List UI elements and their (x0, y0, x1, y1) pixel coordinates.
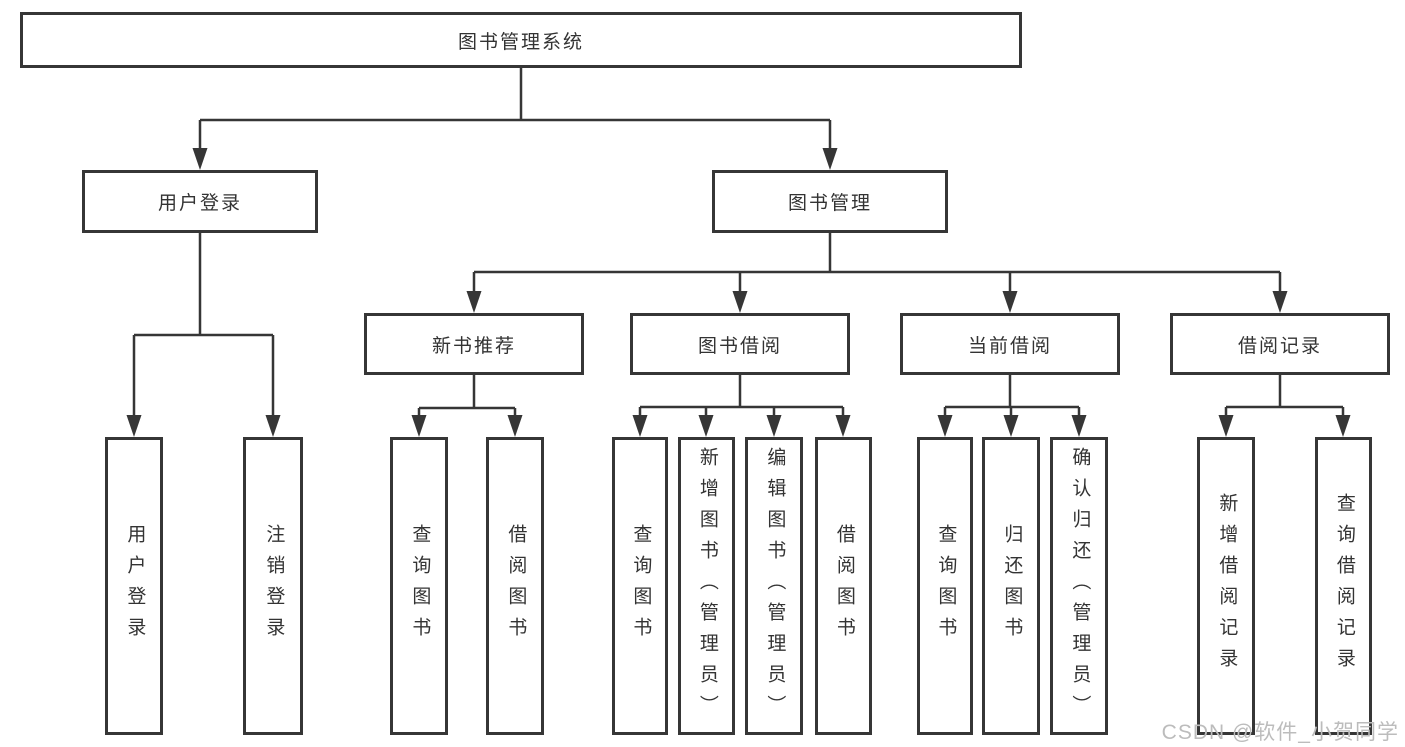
node-book-management: 图书管理 (712, 170, 948, 233)
node-label: 查询图书 (630, 524, 652, 648)
node-label: 图书借阅 (697, 335, 782, 357)
node-borrow-records: 借阅记录 (1170, 313, 1390, 375)
node-label: 借阅图书 (833, 524, 855, 648)
node-label: 注销登录 (263, 524, 285, 648)
node-label: 归还图书 (1001, 524, 1023, 648)
node-label: 图书管理 (787, 193, 872, 214)
node-label: 当前借阅 (967, 335, 1052, 357)
leaf-current-query-books: 查询图书 (917, 437, 973, 735)
leaf-borrow-borrow-books: 借阅图书 (815, 437, 872, 735)
node-library-management-system: 图书管理系统 (20, 12, 1022, 68)
node-label: 编辑图书（管理员） (764, 446, 786, 726)
leaf-login-user-login: 用户登录 (105, 437, 163, 735)
node-new-book-recommend: 新书推荐 (364, 313, 584, 375)
node-label: 新增借阅记录 (1216, 493, 1238, 679)
node-label: 用户登录 (157, 193, 242, 214)
node-label: 确认归还（管理员） (1069, 446, 1091, 726)
leaf-borrow-add-books-admin: 新增图书（管理员） (678, 437, 735, 735)
node-label: 查询图书 (935, 524, 957, 648)
node-label: 新书推荐 (431, 335, 516, 357)
leaf-current-confirm-return-admin: 确认归还（管理员） (1050, 437, 1108, 735)
leaf-current-return-books: 归还图书 (982, 437, 1040, 735)
node-current-borrow: 当前借阅 (900, 313, 1120, 375)
watermark-text: CSDN @软件_小贺同学 (1161, 721, 1399, 744)
leaf-borrow-edit-books-admin: 编辑图书（管理员） (745, 437, 803, 735)
node-label: 图书管理系统 (457, 31, 584, 53)
leaf-records-add-borrow-record: 新增借阅记录 (1197, 437, 1255, 735)
node-label: 借阅图书 (505, 524, 527, 648)
leaf-records-query-borrow-record: 查询借阅记录 (1315, 437, 1372, 735)
leaf-recommend-query-books: 查询图书 (390, 437, 448, 735)
node-label: 用户登录 (124, 524, 146, 648)
leaf-borrow-query-books: 查询图书 (612, 437, 668, 735)
node-label: 新增图书（管理员） (696, 446, 718, 726)
leaf-login-logout: 注销登录 (243, 437, 303, 735)
node-label: 借阅记录 (1237, 335, 1322, 357)
node-book-borrow: 图书借阅 (630, 313, 850, 375)
node-label: 查询图书 (409, 524, 431, 648)
node-label: 查询借阅记录 (1333, 493, 1355, 679)
node-user-login: 用户登录 (82, 170, 318, 233)
leaf-recommend-borrow-books: 借阅图书 (486, 437, 544, 735)
